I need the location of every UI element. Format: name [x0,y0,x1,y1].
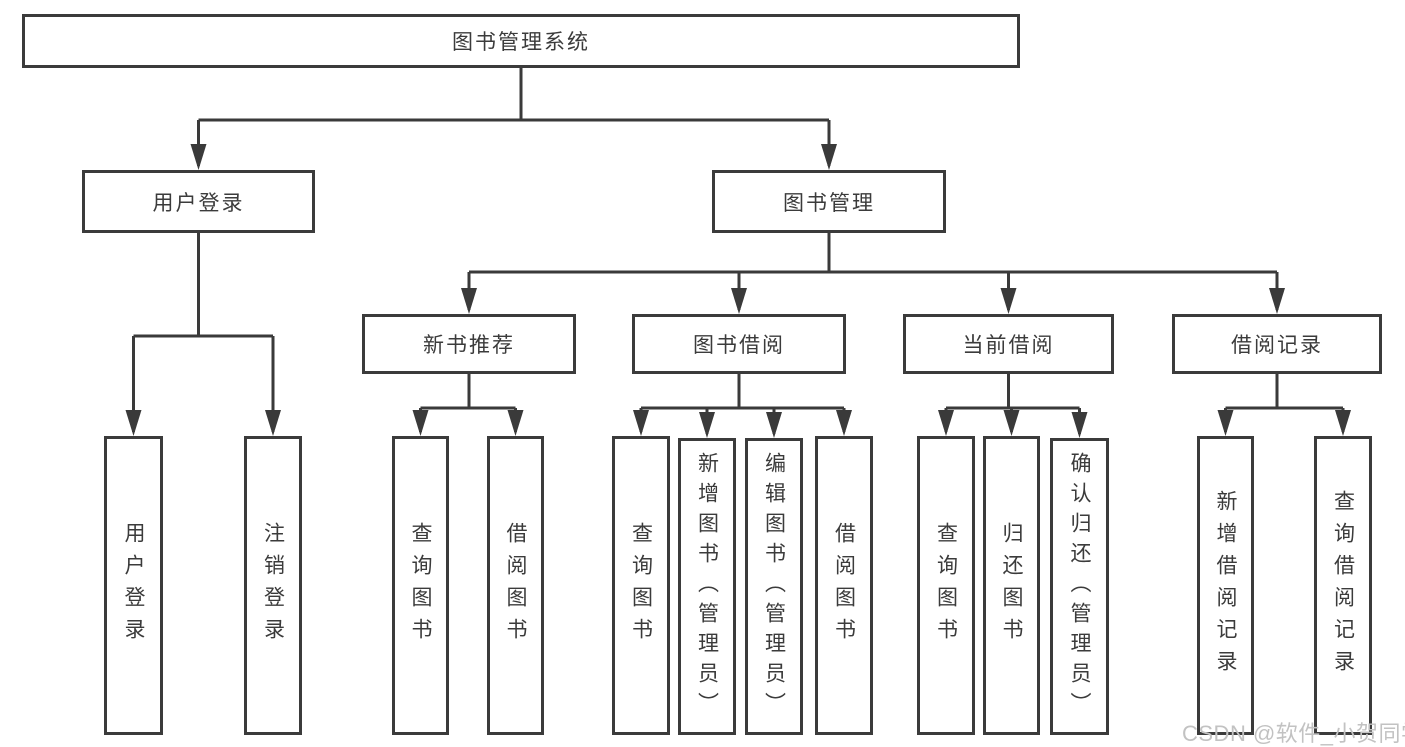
arrowhead [821,144,837,170]
node-root: 图书管理系统 [22,14,1020,68]
arrowhead [836,410,852,436]
arrowhead [938,410,954,436]
node-label-record: 借阅记录 [1231,334,1323,357]
node-rec-2: 借阅图书 [487,436,544,735]
node-rec: 新书推荐 [362,314,576,374]
arrowhead [1000,288,1017,314]
node-mgmt: 图书管理 [712,170,946,233]
node-borrow-2: 新增图书（管理员） [678,438,736,735]
arrowhead [766,412,782,438]
arrowhead [507,410,524,436]
arrowhead [265,410,281,436]
arrowhead [125,410,142,436]
node-label-mgmt: 图书管理 [783,191,875,215]
node-label-rec: 新书推荐 [423,334,515,357]
node-label-current-1: 查询图书 [934,521,958,650]
node-label-borrow-1: 查询图书 [629,521,653,650]
node-record: 借阅记录 [1172,314,1382,374]
node-label-borrow-3: 编辑图书（管理员） [762,451,786,722]
node-current: 当前借阅 [903,314,1114,374]
arrowhead [633,410,649,436]
node-borrow-3: 编辑图书（管理员） [745,438,803,735]
node-label-login-1: 用户登录 [122,521,145,650]
arrowhead [1071,412,1088,438]
node-borrow-1: 查询图书 [612,436,670,735]
node-label-login: 用户登录 [152,191,245,215]
node-current-1: 查询图书 [917,436,975,735]
node-label-borrow-2: 新增图书（管理员） [695,451,719,722]
arrowhead [1269,288,1285,314]
node-label-rec-2: 借阅图书 [504,521,527,650]
node-login-1: 用户登录 [104,436,163,735]
node-rec-1: 查询图书 [392,436,449,735]
node-label-rec-1: 查询图书 [409,521,432,650]
arrowhead [1217,410,1234,436]
node-label-current-3: 确认归还（管理员） [1068,451,1091,722]
arrowhead [1335,410,1351,436]
node-label-current: 当前借阅 [962,334,1055,357]
node-current-3: 确认归还（管理员） [1050,438,1109,735]
node-login: 用户登录 [82,170,315,233]
node-current-2: 归还图书 [983,436,1040,735]
node-borrow-4: 借阅图书 [815,436,873,735]
node-label-login-2: 注销登录 [261,521,285,650]
watermark-text: CSDN @软件_小贺同学 [1182,721,1405,746]
node-label-record-2: 查询借阅记录 [1331,489,1355,682]
node-label-current-2: 归还图书 [1000,521,1023,650]
arrowhead [731,288,747,314]
arrowhead [699,412,715,438]
node-record-1: 新增借阅记录 [1197,436,1254,735]
arrowhead [461,288,477,314]
arrowhead [1003,410,1020,436]
arrowhead [412,410,429,436]
node-label-borrow-4: 借阅图书 [832,521,856,650]
connector-path [132,68,1345,434]
node-borrow: 图书借阅 [632,314,846,374]
node-record-2: 查询借阅记录 [1314,436,1372,735]
node-label-root: 图书管理系统 [452,31,590,54]
node-label-borrow: 图书借阅 [693,334,785,357]
node-label-record-1: 新增借阅记录 [1214,489,1237,682]
arrowhead [190,144,207,170]
node-login-2: 注销登录 [244,436,302,735]
